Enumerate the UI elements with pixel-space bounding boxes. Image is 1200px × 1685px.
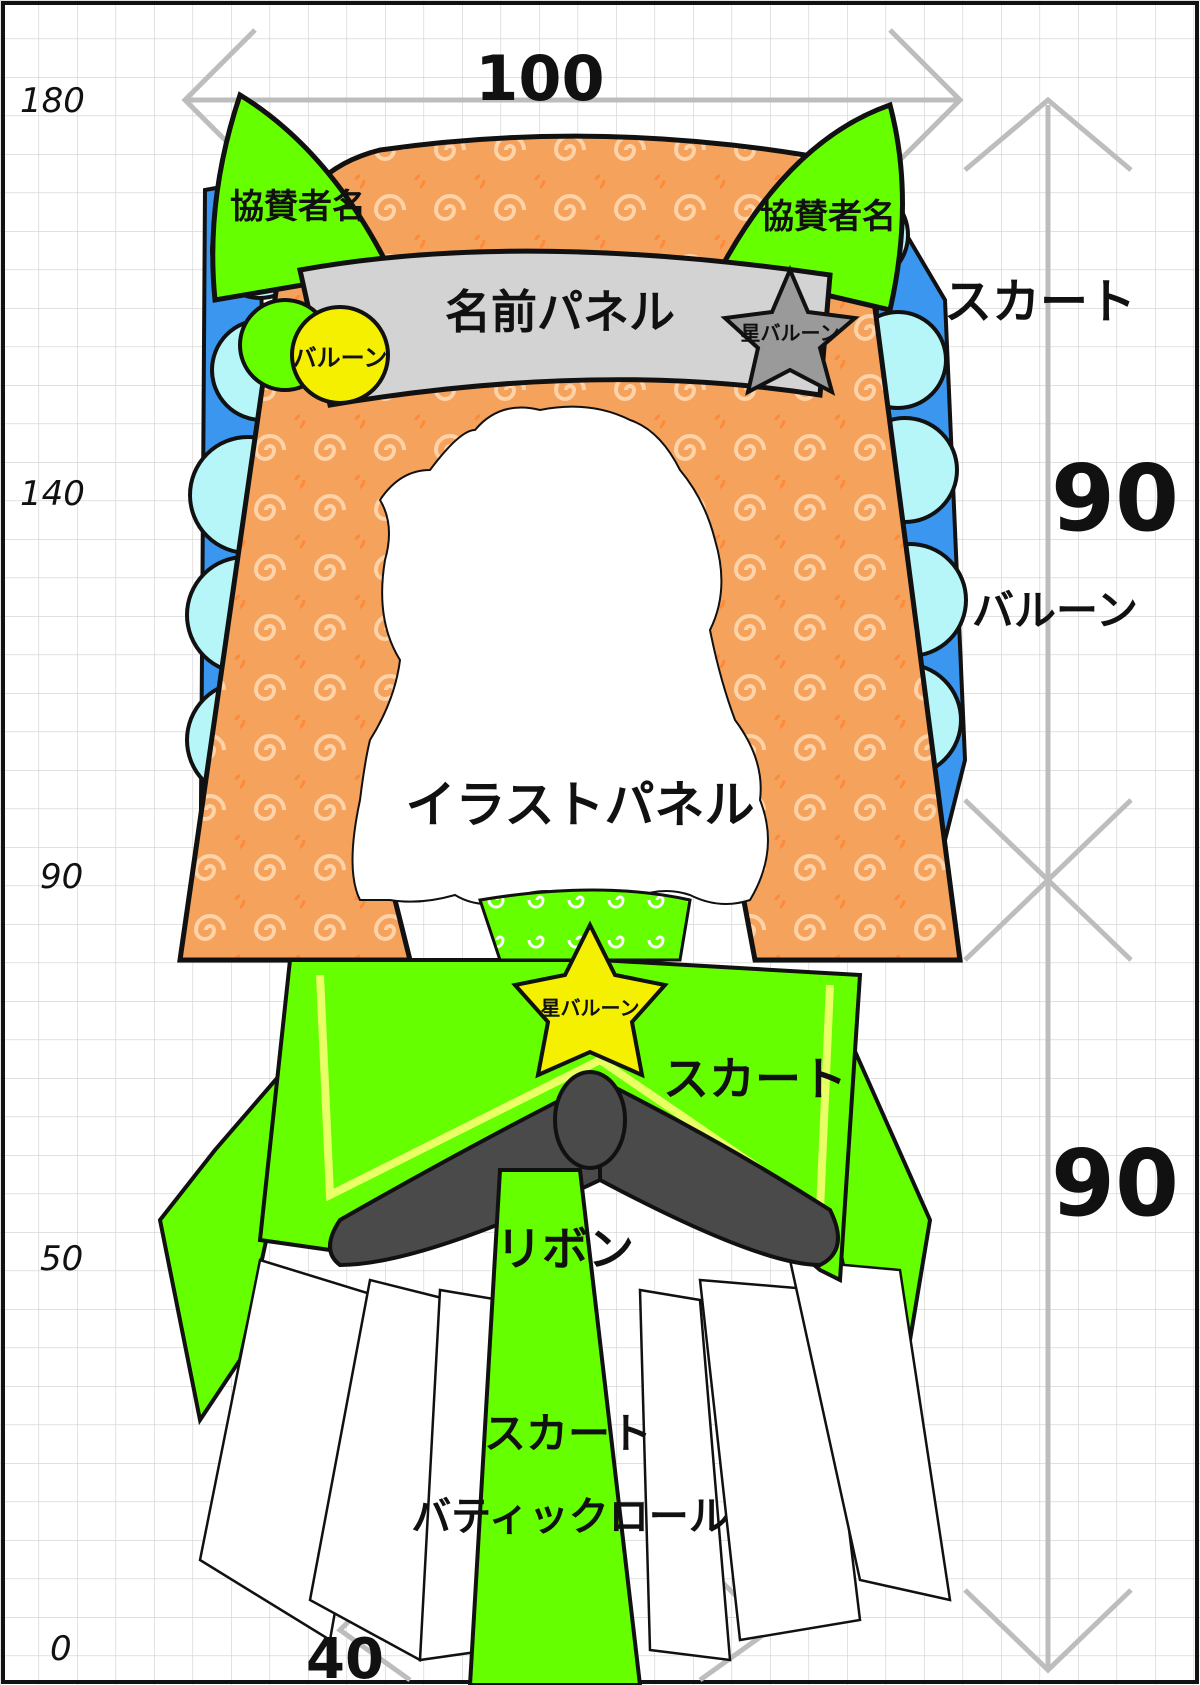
skirt-label-middle: スカート <box>663 1052 847 1106</box>
sponsor-flag-right <box>716 101 905 314</box>
star-balloon-label-gray: 星バルーン <box>741 321 840 345</box>
skirt-tail-strip <box>467 1168 643 1685</box>
yellow-balloon <box>290 305 390 405</box>
balloon-label-yellow: バルーン <box>293 344 388 372</box>
batik-roll-label: バティックロール <box>411 1494 729 1540</box>
ribbon-right <box>598 1076 840 1268</box>
gray-star-balloon <box>720 264 860 396</box>
balloon-label-right: バルーン <box>972 586 1138 635</box>
scale-label-0: 0 <box>50 1629 72 1669</box>
yellow-star-balloon <box>511 920 669 1079</box>
batik-roll-tails <box>198 1258 952 1663</box>
name-panel-label: 名前パネル <box>445 285 675 339</box>
dim-lower-height: 90 <box>1051 1130 1179 1237</box>
scale-label-140: 140 <box>20 474 85 514</box>
dim-top-width: 100 <box>475 42 604 115</box>
skirt-label-upper-right: スカート <box>944 274 1136 330</box>
scale-label-90: 90 <box>40 857 83 897</box>
ribbon-left <box>328 1076 602 1268</box>
star-balloon-label-yellow: 星バルーン <box>541 996 640 1020</box>
scale-label-50: 50 <box>40 1239 83 1279</box>
skirt-body <box>257 958 863 1284</box>
skirt-trim <box>316 974 834 1218</box>
dim-upper-height: 90 <box>1051 445 1179 552</box>
ribbon-label: リボン <box>496 1222 634 1276</box>
dim-bottom-width: 40 <box>306 1627 384 1685</box>
sponsor-label-right: 協賛者名 <box>760 197 896 237</box>
sponsor-label-left: 協賛者名 <box>230 187 366 227</box>
skirt-label-tail: スカート <box>484 1409 652 1458</box>
sponsor-flag-left <box>210 91 394 303</box>
skirt-pattern-band <box>478 888 692 962</box>
illust-panel-label: イラストパネル <box>406 776 755 834</box>
scale-label-180: 180 <box>20 81 85 121</box>
ribbon-knot <box>553 1070 627 1170</box>
